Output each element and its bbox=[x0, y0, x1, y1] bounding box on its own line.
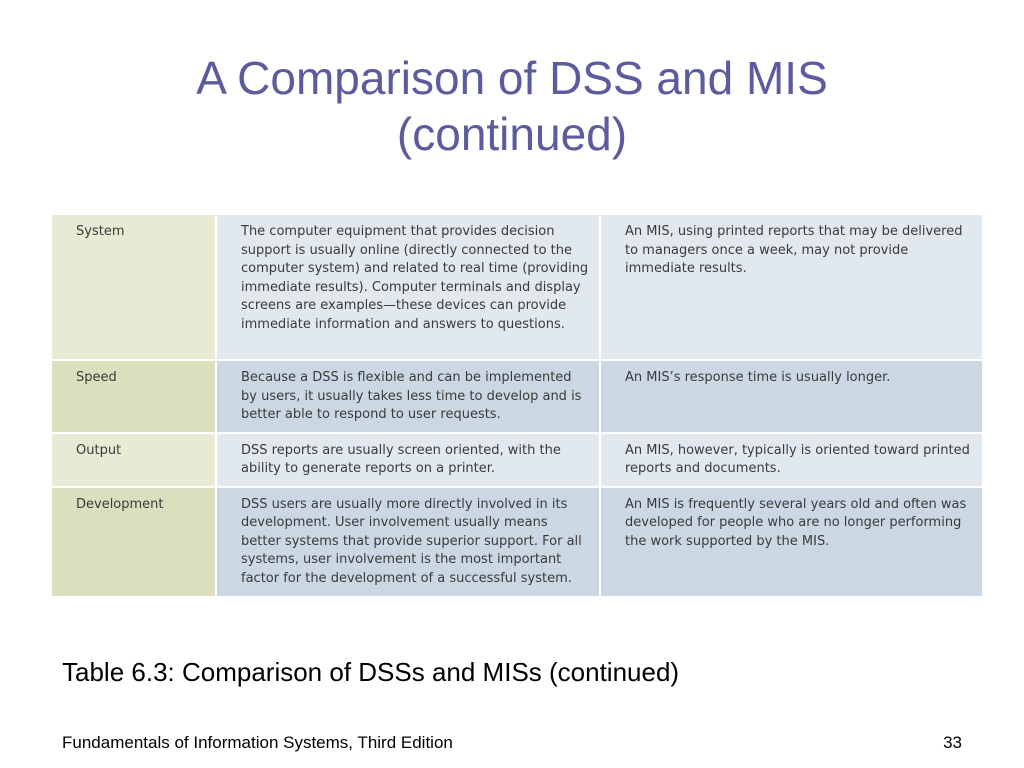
row-label: Speed bbox=[50, 359, 217, 434]
table-caption: Table 6.3: Comparison of DSSs and MISs (… bbox=[62, 657, 680, 687]
slide-title: A Comparison of DSS and MIS (continued) bbox=[0, 50, 1024, 162]
footer-text: Fundamentals of Information Systems, Thi… bbox=[62, 733, 453, 752]
comparison-table: System The computer equipment that provi… bbox=[50, 213, 984, 598]
mis-cell: An MIS, however, typically is oriented t… bbox=[599, 431, 984, 488]
dss-cell: The computer equipment that provides dec… bbox=[215, 213, 601, 361]
mis-cell: An MIS is frequently several years old a… bbox=[599, 485, 984, 598]
slide-title-line-1: A Comparison of DSS and MIS bbox=[196, 52, 828, 104]
table-row-output: Output DSS reports are usually screen or… bbox=[50, 431, 984, 488]
table-row-system: System The computer equipment that provi… bbox=[50, 213, 984, 361]
table-row-development: Development DSS users are usually more d… bbox=[50, 485, 984, 598]
dss-cell: DSS reports are usually screen oriented,… bbox=[215, 431, 601, 488]
mis-cell: An MIS, using printed reports that may b… bbox=[599, 213, 984, 361]
slide-title-line-2: (continued) bbox=[396, 108, 628, 160]
dss-cell: DSS users are usually more directly invo… bbox=[215, 485, 601, 598]
table-row-speed: Speed Because a DSS is flexible and can … bbox=[50, 359, 984, 434]
row-label: Output bbox=[50, 431, 217, 488]
row-label: Development bbox=[50, 485, 217, 598]
dss-cell: Because a DSS is flexible and can be imp… bbox=[215, 359, 601, 434]
mis-cell: An MIS’s response time is usually longer… bbox=[599, 359, 984, 434]
row-label: System bbox=[50, 213, 217, 361]
page-number: 33 bbox=[943, 733, 962, 752]
